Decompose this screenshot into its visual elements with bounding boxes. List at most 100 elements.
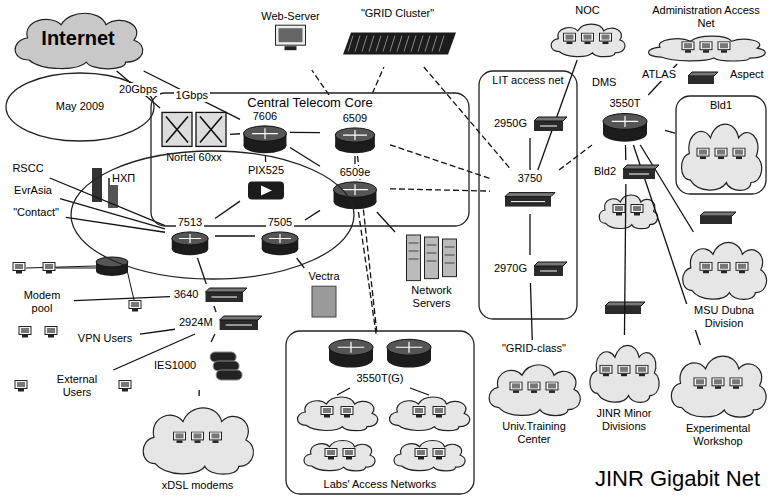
network-link xyxy=(215,235,255,236)
cloud-shape xyxy=(143,408,253,474)
switch-mark xyxy=(226,325,252,326)
pc-icon xyxy=(192,432,204,443)
node-label: 3550T xyxy=(607,97,642,110)
cloud-shape xyxy=(682,124,762,190)
rack-slot xyxy=(411,36,416,52)
pc-icon xyxy=(528,382,540,393)
node-label: VPN Users xyxy=(76,332,134,345)
network-link xyxy=(665,130,675,133)
node-label: Experimental Workshop xyxy=(666,422,770,448)
network-node: Web-Server xyxy=(255,8,326,70)
modem-router xyxy=(96,257,128,267)
pc-icon xyxy=(600,33,612,44)
pc-icon xyxy=(730,378,742,389)
switch-top xyxy=(623,165,659,169)
switch-body xyxy=(623,169,655,179)
pc-icon xyxy=(413,407,425,418)
network-node: xDSL modems xyxy=(135,396,260,494)
router-top xyxy=(262,232,299,245)
lab-cloud xyxy=(304,441,375,471)
network-link xyxy=(290,132,320,134)
network-node: RSCC xyxy=(6,160,50,178)
network-node: Nortel 60xx xyxy=(158,108,230,166)
node-label: xDSL modems xyxy=(160,479,236,492)
server-slot xyxy=(409,251,419,252)
lab-cloud xyxy=(394,441,465,471)
switch-body xyxy=(534,121,563,131)
pc-icon xyxy=(564,33,576,44)
switch-top xyxy=(534,262,567,266)
router-arrows xyxy=(612,116,638,127)
rack-slot xyxy=(376,36,381,52)
switch-top xyxy=(220,316,262,320)
switch-mark xyxy=(511,201,545,202)
network-link xyxy=(358,212,376,335)
node-label: Bld1 xyxy=(708,99,734,112)
switch-top xyxy=(534,117,567,121)
pc-icon xyxy=(19,327,31,338)
firewall-body xyxy=(248,182,284,200)
pc-icon xyxy=(736,262,748,273)
server-slot xyxy=(427,261,437,262)
router-arrows xyxy=(179,234,201,243)
network-link xyxy=(529,138,530,170)
node-label: Vectra xyxy=(306,270,341,283)
network-link xyxy=(66,217,165,232)
pc-icon xyxy=(45,327,57,338)
node-label: MSU Dubna Division xyxy=(678,304,770,330)
rack-slot xyxy=(390,36,395,52)
network-node: Network Servers xyxy=(392,232,471,312)
cloud-shape xyxy=(649,36,766,61)
rack-slot xyxy=(348,36,353,52)
pc-icon xyxy=(582,33,594,44)
node-label: Labs' Access Networks xyxy=(322,478,439,491)
server-slot xyxy=(427,245,437,246)
router-top xyxy=(329,339,373,355)
modem-stack xyxy=(216,370,242,380)
network-node: EvrAsia xyxy=(6,182,60,200)
pc-icon xyxy=(682,42,694,53)
server-slot xyxy=(445,255,455,256)
firewall-mark xyxy=(261,186,272,196)
network-node: НХП75137505 xyxy=(70,150,355,280)
network-node: Bld2 xyxy=(590,160,662,184)
pc-icon xyxy=(210,432,222,443)
msu-switch xyxy=(700,216,732,224)
network-node: Internet xyxy=(8,5,148,71)
server-slot xyxy=(427,253,437,254)
switch-body xyxy=(534,266,563,276)
network-link xyxy=(305,210,320,220)
pc-icon xyxy=(718,262,730,273)
router-top xyxy=(334,182,377,197)
network-link xyxy=(211,334,215,342)
region-outline xyxy=(479,71,577,319)
server-slot xyxy=(445,263,455,264)
cloud-shape xyxy=(590,345,659,402)
network-node: Bld1 xyxy=(675,95,767,195)
network-link xyxy=(624,184,625,335)
network-node: 7513 xyxy=(165,214,215,258)
pc-icon xyxy=(343,449,355,460)
cloud-shape xyxy=(671,356,766,417)
rack-slot xyxy=(362,36,367,52)
cluster-rack xyxy=(343,33,456,55)
network-link xyxy=(530,283,532,340)
router-top xyxy=(387,339,431,355)
link-label: 1Gbps xyxy=(174,89,210,102)
node-shape xyxy=(285,330,475,495)
router-top xyxy=(172,232,209,245)
switch-top xyxy=(505,193,555,197)
network-node: Vectra xyxy=(300,268,348,320)
admin-switch xyxy=(688,76,714,84)
pc-icon xyxy=(694,378,706,389)
network-link xyxy=(197,258,206,284)
pc-icon xyxy=(325,449,337,460)
node-label: Internet xyxy=(39,26,116,50)
node-label: EvrAsia xyxy=(12,184,54,197)
node-label: "GRID-class" xyxy=(500,342,568,355)
node-label: Univ.Training Center xyxy=(484,420,584,446)
minor-switch xyxy=(605,306,641,314)
network-link xyxy=(230,133,240,135)
node-label: Central Telecom Core xyxy=(245,95,374,111)
